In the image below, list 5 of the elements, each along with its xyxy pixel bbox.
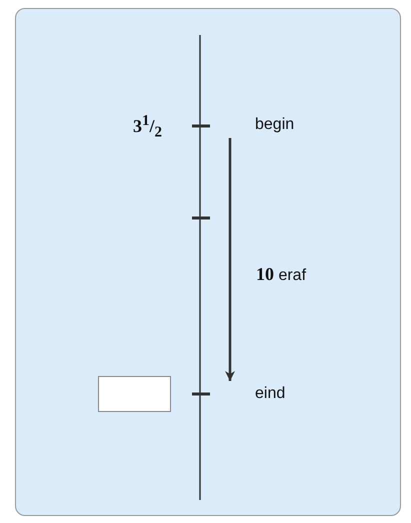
edge-label: 10 eraf <box>256 264 306 284</box>
point-label: begin <box>222 112 312 138</box>
arrow <box>225 138 235 381</box>
tick-label: 3$^{1}$/$_{2}$ <box>133 113 162 142</box>
point-label: eind <box>222 381 312 407</box>
